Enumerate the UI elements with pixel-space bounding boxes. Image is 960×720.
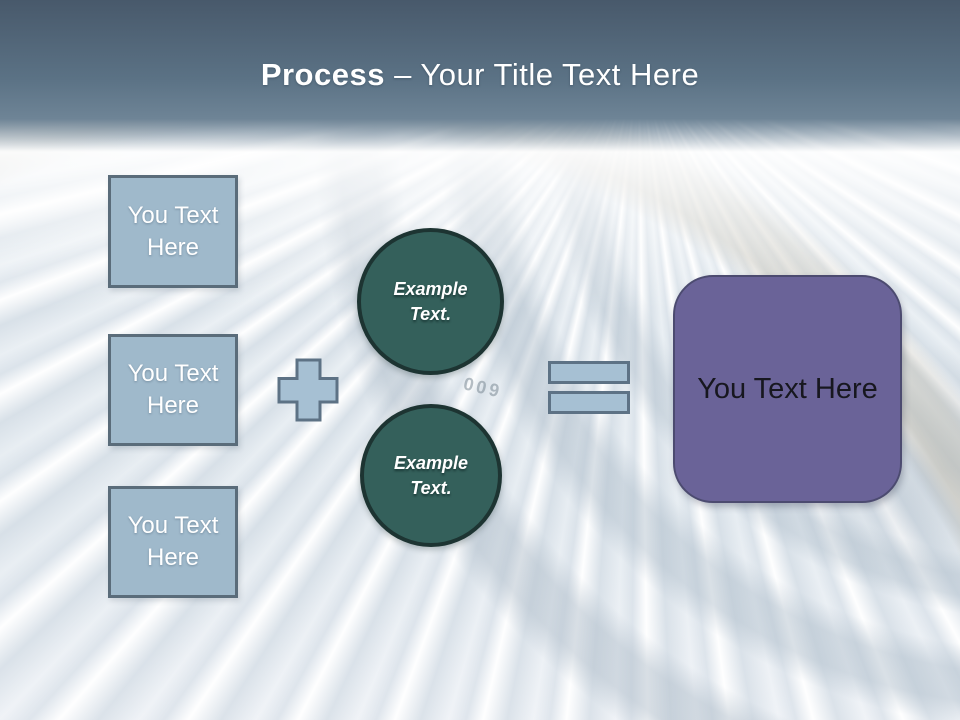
input-box-3: You Text Here [108,486,238,598]
input-box-2-label: You Text Here [127,360,219,419]
input-box-1-label: You Text Here [127,201,219,261]
equals-bottom-bar [548,391,630,414]
result-box: You Text Here [673,275,902,503]
example-circle-2-label: Example Text. [393,452,469,498]
example-circle-1: Example Text. [357,228,504,375]
equals-top-bar [548,361,630,384]
input-box-1: You Text Here [108,175,238,288]
title-bold-segment: Process [260,57,385,92]
example-circle-1-label: Example Text. [393,278,468,324]
input-box-3-label: You Text Here [127,512,219,571]
equals-icon [548,361,630,414]
title-rest-segment: – Your Title Text Here [394,57,700,92]
plus-icon [277,358,339,422]
header-band [0,0,960,152]
example-circle-2: Example Text. [360,404,502,547]
page-title: Process – Your Title Text Here [0,54,960,96]
result-box-label: You Text Here [697,372,878,405]
input-box-2: You Text Here [108,334,238,446]
